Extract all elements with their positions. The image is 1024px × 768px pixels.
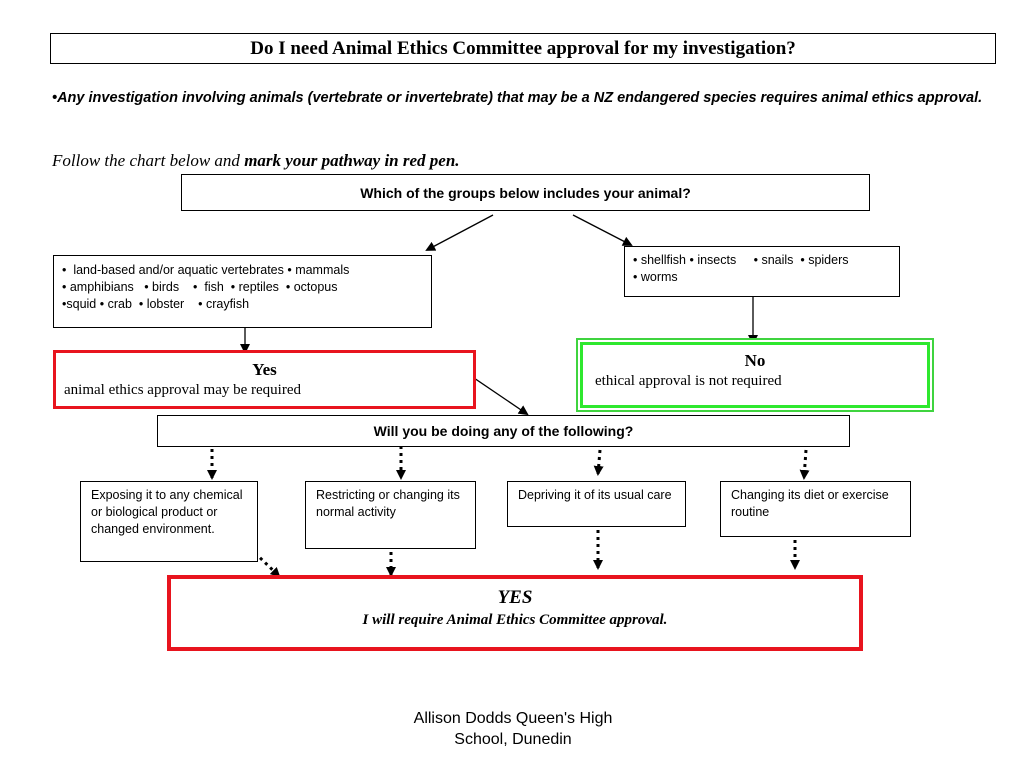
no-result-subtitle: ethical approval is not required [595,373,782,389]
dotted-arrow-q2-opt3 [593,449,604,476]
arrow-yes-to-question2 [473,377,529,416]
vertebrates-line-2: • amphibians • birds • fish • reptiles •… [62,280,338,294]
option-restricting-box: Restricting or changing its normal activ… [305,481,476,549]
yes-result-box: Yes animal ethics approval may be requir… [53,350,476,409]
instruction-text: Follow the chart below and mark your pat… [52,151,460,171]
option-exposing-box: Exposing it to any chemical or biologica… [80,481,258,562]
vertebrates-line-3: •squid • crab • lobster • crayfish [62,297,250,311]
final-result-title: YES [497,587,533,608]
arrow-question-to-vertebrates [425,214,494,251]
final-result-box: YES I will require Animal Ethics Committ… [167,575,863,651]
yes-result-subtitle: animal ethics approval may be required [64,382,301,398]
invertebrates-line-1: • shellfish • insects • snails • spiders [633,253,849,267]
question-groups-box: Which of the groups below includes your … [181,174,870,211]
question-groups-text: Which of the groups below includes your … [360,184,691,201]
endangered-species-note: •Any investigation involving animals (ve… [52,90,983,106]
question-activities-box: Will you be doing any of the following? [157,415,850,447]
dotted-arrow-opt1-final [253,551,281,578]
no-result-box: No ethical approval is not required [580,342,930,408]
no-result-title: No [744,351,766,370]
arrow-question-to-invertebrates [572,214,633,246]
author-credit-line-2: School, Dunedin [454,731,572,748]
author-credit-line-1: Allison Dodds Queen's High [413,710,613,727]
option-depriving-box: Depriving it of its usual care [507,481,686,527]
page-title: Do I need Animal Ethics Committee approv… [250,37,796,59]
dotted-arrow-q2-opt4 [799,449,810,480]
option-diet-box: Changing its diet or exercise routine [720,481,911,537]
title-box: Do I need Animal Ethics Committee approv… [50,33,996,64]
vertebrates-line-1: • land-based and/or aquatic vertebrates … [62,263,350,277]
instruction-emphasis: mark your pathway in red pen. [244,151,460,170]
question-activities-text: Will you be doing any of the following? [373,423,634,439]
yes-result-title: Yes [252,360,277,379]
author-credit: Allison Dodds Queen's High School, Duned… [363,708,663,750]
vertebrates-box: • land-based and/or aquatic vertebrates … [53,255,432,328]
invertebrates-box: • shellfish • insects • snails • spiders… [624,246,900,297]
invertebrates-line-2: • worms [633,270,678,284]
final-result-subtitle: I will require Animal Ethics Committee a… [362,612,668,628]
instruction-prefix: Follow the chart below and [52,151,245,170]
